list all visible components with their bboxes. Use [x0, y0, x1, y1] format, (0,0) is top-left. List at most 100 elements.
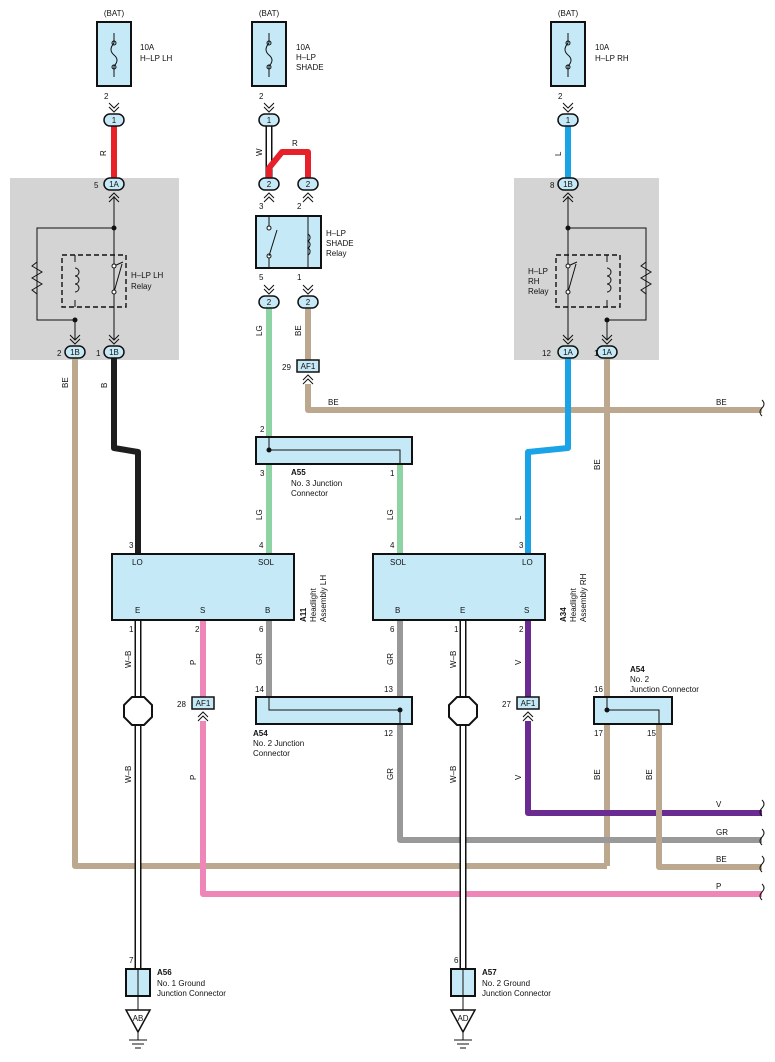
- a55-code: A55: [291, 468, 306, 477]
- relay-shade: 3 2 H–LP SHADE Relay 5 1: [255, 202, 354, 282]
- a57-pin: 6: [454, 956, 459, 965]
- a56-pin: 7: [129, 956, 134, 965]
- wire-label: BE: [328, 398, 339, 407]
- fuse-rh-pin: 2: [558, 92, 563, 101]
- headlight-assembly-lh: 3 4 LO SOL E S B 1 2 6 A11 Headlight Ass…: [111, 541, 328, 634]
- conn-shade-out-a: 2: [258, 295, 280, 309]
- fuse-rh-rating: 10A: [595, 43, 610, 52]
- junction-a54-right: A54 No. 2 Junction Connector 16 17 15: [593, 665, 699, 738]
- chevron-up-icon: [263, 192, 275, 203]
- ground-triangle-icon: [124, 1009, 152, 1034]
- wire-label: P: [189, 660, 198, 665]
- splice-octagon-icon: [448, 696, 478, 726]
- af1-27-label: AF1: [521, 699, 536, 708]
- chevron-down-icon: [263, 284, 275, 295]
- svg-text:2: 2: [306, 298, 311, 307]
- wire-label: V: [716, 800, 722, 809]
- af1-27-pin: 27: [502, 700, 511, 709]
- chevron-up-icon: [108, 192, 120, 203]
- relay-rh-pin-a: 12: [542, 349, 551, 358]
- conn-lh-out-b: 1B: [103, 345, 125, 359]
- a11-label-b: B: [265, 606, 270, 615]
- wire-label: GR: [716, 828, 728, 837]
- wire-label: BE: [716, 855, 727, 864]
- fuse-shade-name-2: SHADE: [296, 63, 324, 72]
- resistor-icon: [640, 261, 652, 295]
- wire-label: GR: [255, 653, 264, 665]
- chevron-down-icon: [302, 284, 314, 295]
- relay-lh-pin-a: 2: [57, 349, 62, 358]
- a55-pin-3: 3: [260, 469, 265, 478]
- fuse-lh-name: H–LP LH: [140, 54, 173, 63]
- conn-shade-out-b: 2: [297, 295, 319, 309]
- wire-label: GR: [386, 768, 395, 780]
- fuse-shade: (BAT) 10A H–LP SHADE 2: [251, 9, 324, 101]
- fuse-rh-name: H–LP RH: [595, 54, 629, 63]
- af1-28-body: [191, 696, 215, 710]
- wire-label: BE: [645, 769, 654, 780]
- conn-rh-out-a: 1A: [557, 345, 579, 359]
- wire-label: V: [514, 774, 523, 780]
- wire-label: R: [292, 139, 298, 148]
- a54l-pin-12: 12: [384, 729, 393, 738]
- a54r-name-2: Junction Connector: [630, 685, 699, 694]
- a56-name-1: No. 1 Ground: [157, 979, 205, 988]
- svg-text:2: 2: [267, 298, 272, 307]
- a54l-code: A54: [253, 729, 268, 738]
- splice-octagon-icon: [123, 696, 153, 726]
- conn-rh-out-b: 1A: [596, 345, 618, 359]
- fuse-rh-source: (BAT): [558, 9, 579, 18]
- a34-label-b: B: [395, 606, 400, 615]
- relay-lh-background: [10, 178, 179, 360]
- af1-27-body: [516, 696, 540, 710]
- conn-lh-relay-in: 1A: [103, 177, 125, 191]
- a56-code: A56: [157, 968, 172, 977]
- a34-body: [372, 553, 546, 621]
- wire-be-shade-2: [305, 384, 762, 413]
- connector-pins: 1 1 1 1A 2 2 1B 2 2 1B 1B 1A 1A: [64, 113, 618, 359]
- a11-pin-sol: 4: [259, 541, 264, 550]
- a54l-name-1: No. 2 Junction: [253, 739, 304, 748]
- conn-lh-fuse: 1: [103, 113, 125, 127]
- wire-label: R: [99, 150, 108, 156]
- a11-name-2: Assembly LH: [319, 575, 328, 622]
- a34-label-s: S: [524, 606, 529, 615]
- svg-text:1B: 1B: [109, 348, 119, 357]
- af1-connector-27: 27 AF1: [502, 696, 540, 722]
- chevron-down-icon: [108, 102, 120, 113]
- wire-label: LG: [255, 509, 264, 520]
- relay-rh-background: [514, 178, 659, 360]
- a11-pin-e: 1: [129, 625, 134, 634]
- relay-rh-name-1: H–LP: [528, 267, 548, 276]
- junction-a55: 2 3 1 A55 No. 3 Junction Connector: [255, 425, 413, 498]
- a54r-pin-16: 16: [594, 685, 603, 694]
- ground-a57: 6 A57 No. 2 Ground Junction Connector AD: [449, 956, 551, 1049]
- wire-l-rh-2: [525, 358, 571, 554]
- fuse-shade-name-1: H–LP: [296, 53, 316, 62]
- af1-29-label: AF1: [301, 362, 316, 371]
- relay-shade-pin-1: 1: [297, 273, 302, 282]
- a54r-name-1: No. 2: [630, 675, 650, 684]
- fuse-icon: [265, 33, 273, 77]
- a34-label-sol: SOL: [390, 558, 407, 567]
- wire-label: GR: [386, 653, 395, 665]
- wire-gr-3: [397, 724, 762, 843]
- svg-text:2: 2: [306, 180, 311, 189]
- wire-label: P: [189, 775, 198, 780]
- a11-label-sol: SOL: [258, 558, 275, 567]
- wire-be-j2: [656, 724, 762, 870]
- a57-code: A57: [482, 968, 497, 977]
- relay-rh-dashed-box: [555, 254, 621, 308]
- wire-v-2: [525, 721, 762, 816]
- pin-chevrons: [69, 102, 613, 345]
- relay-rh-name-2: RH: [528, 277, 540, 286]
- a11-pin-s: 2: [195, 625, 200, 634]
- af1-connector-29: 29 AF1: [282, 359, 320, 385]
- relay-shade-name-2: SHADE: [326, 239, 354, 248]
- a54l-pin-14: 14: [255, 685, 264, 694]
- svg-text:1A: 1A: [109, 180, 119, 189]
- fuse-rh: (BAT) 10A H–LP RH 2: [550, 9, 629, 101]
- af1-29-body: [296, 359, 320, 373]
- a54r-code: A54: [630, 665, 645, 674]
- wire-label: L: [514, 515, 523, 520]
